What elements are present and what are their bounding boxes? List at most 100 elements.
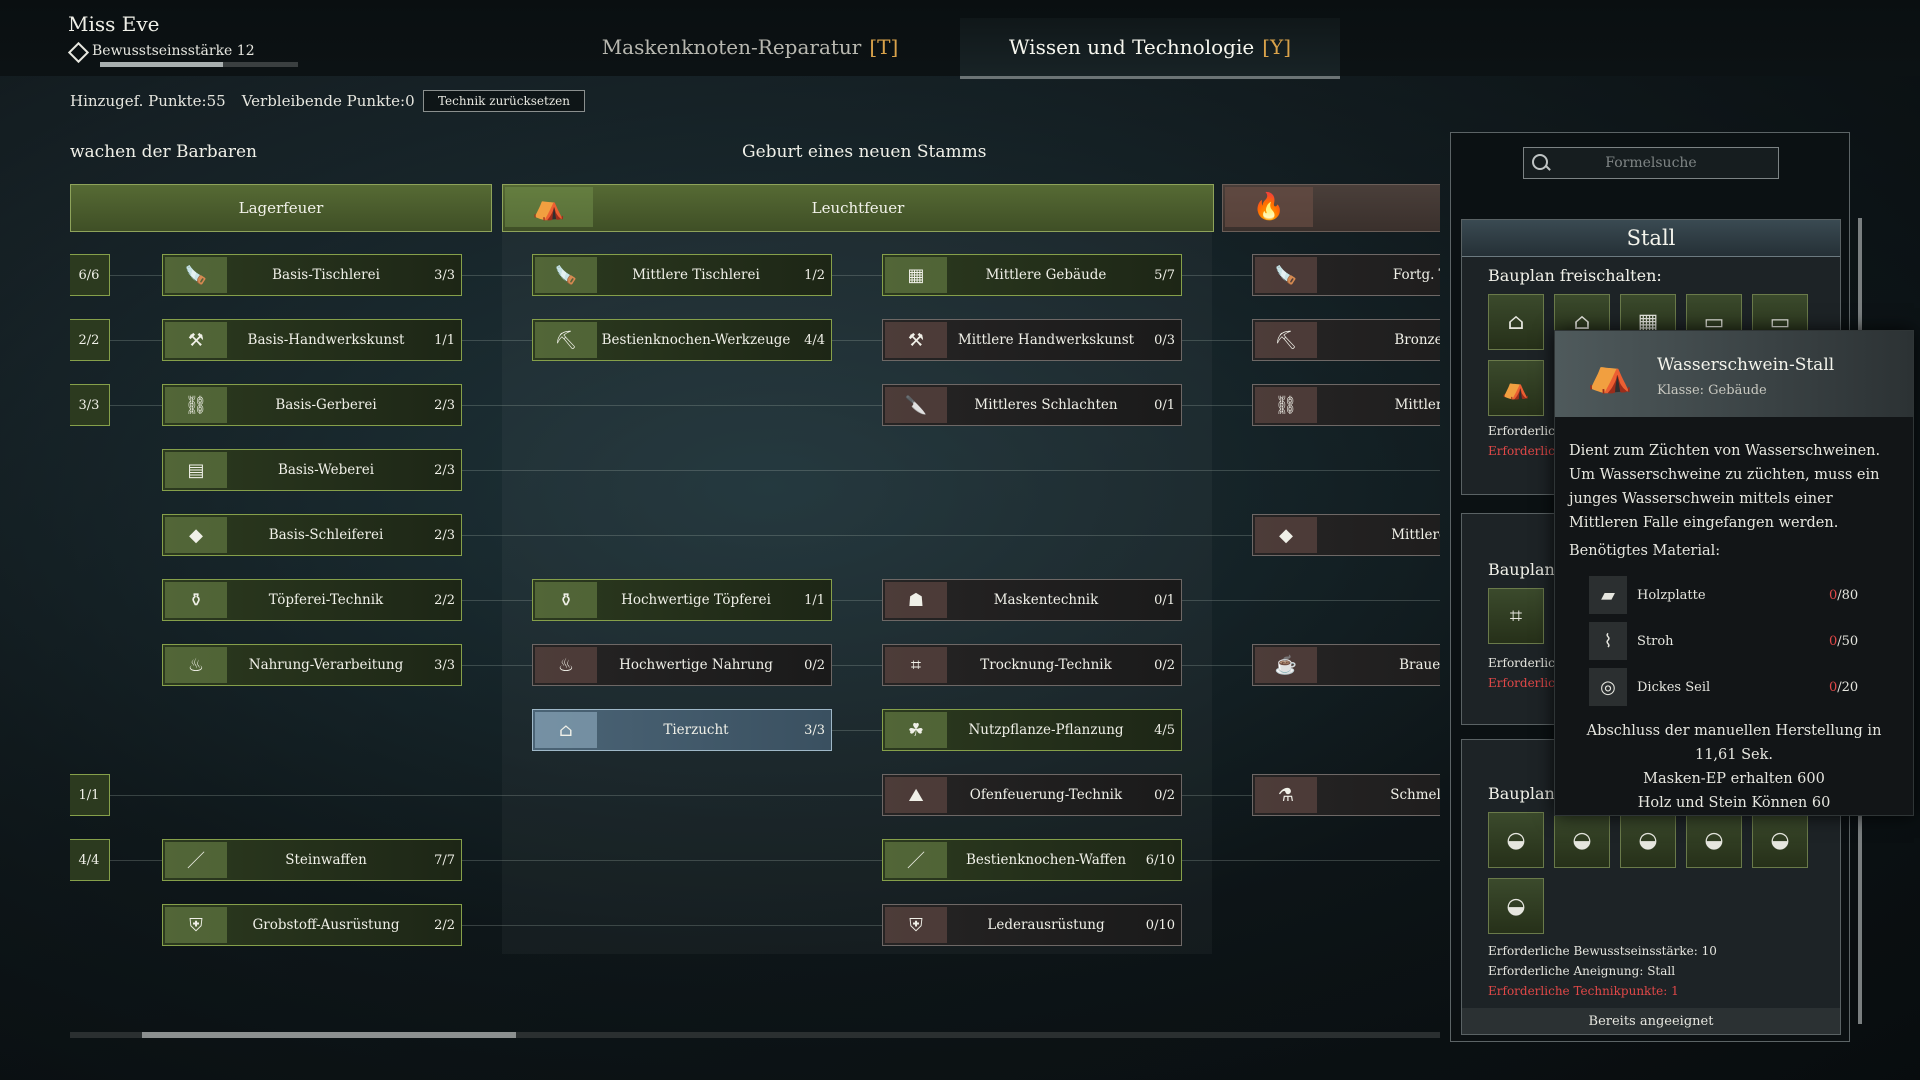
tech-node-name: Bestienknochen-Waffen <box>965 852 1127 868</box>
spear-icon: ／ <box>165 842 227 878</box>
tech-node-fortg-tischlerei[interactable]: 🪚Fortg. Tisch <box>1252 254 1440 296</box>
wood-plank-icon: ▰ <box>1589 576 1627 614</box>
blueprint-thumb[interactable]: ◒ <box>1752 812 1808 868</box>
tab-label: Maskenknoten-Reparatur <box>601 35 862 59</box>
connector-line <box>110 795 1440 796</box>
material-quantity: 0/20 <box>1829 680 1879 695</box>
added-points: Hinzugef. Punkte:55 <box>70 92 226 110</box>
tech-node-name: Mittlere Ge <box>1394 397 1440 413</box>
tooltip-item-name: Wasserschwein-Stall <box>1657 355 1835 375</box>
reset-tech-button[interactable]: Technik zurücksetzen <box>423 90 585 112</box>
unlock-label: Bauplan freischalten: <box>1488 266 1662 285</box>
tech-node-brauen-technik[interactable]: ☕Brauen-Te <box>1252 644 1440 686</box>
scrollbar-thumb[interactable] <box>142 1032 516 1038</box>
level-progress-bar <box>100 62 298 67</box>
tech-node-name: Fortg. Tisch <box>1392 267 1440 283</box>
saw-icon: 🪚 <box>165 257 227 293</box>
blueprint-thumb[interactable]: ◒ <box>1686 812 1742 868</box>
blueprint-thumb[interactable]: ⌂ <box>1488 294 1544 350</box>
mask-ep-reward: Masken-EP erhalten 600 <box>1643 771 1825 787</box>
tanning-rack-icon: ⛓ <box>165 387 227 423</box>
tech-node-count: 0/1 <box>1154 592 1175 608</box>
tech-node-count: 1/2 <box>804 267 825 283</box>
tech-node-stub[interactable]: 1/1 <box>70 774 110 816</box>
brewing-icon: ☕ <box>1255 647 1317 683</box>
blueprint-thumb[interactable]: ◒ <box>1488 878 1544 934</box>
cooking-pot-icon: ♨ <box>165 647 227 683</box>
search-placeholder: Formelsuche <box>1605 155 1697 171</box>
material-need: /80 <box>1837 587 1859 603</box>
blueprint-thumb[interactable]: ⌗ <box>1488 588 1544 644</box>
tech-node-name: Steinwaffen <box>285 852 367 868</box>
tech-node-stub[interactable]: 2/2 <box>70 319 110 361</box>
blueprint-thumb[interactable]: ⛺ <box>1488 360 1544 416</box>
tech-node-stub[interactable]: 6/6 <box>70 254 110 296</box>
rope-icon: ◎ <box>1589 668 1627 706</box>
blueprint-thumb[interactable]: ◒ <box>1620 812 1676 868</box>
tab-wissen-und-technologie[interactable]: Wissen und Technologie[Y] <box>960 18 1340 79</box>
tech-node-name: Maskentechnik <box>993 592 1099 608</box>
tech-node-count: 5/7 <box>1154 267 1175 283</box>
blueprint-thumb[interactable]: ◒ <box>1554 812 1610 868</box>
tech-node-stub[interactable]: 3/3 <box>70 384 110 426</box>
furnace-icon: 🔥 <box>1225 187 1313 227</box>
recipe-search-input[interactable]: Formelsuche <box>1523 147 1779 179</box>
tech-node-name: Basis-Weberei <box>277 462 375 478</box>
armor-icon: ⛨ <box>885 907 947 943</box>
armor-icon: ⛨ <box>165 907 227 943</box>
tech-node-stub[interactable]: 4/4 <box>70 839 110 881</box>
tech-node-mittlere-schleiferei[interactable]: ◆Mittlere Sch <box>1252 514 1440 556</box>
pottery-icon: ⚱ <box>535 582 597 618</box>
card-title: Stall <box>1462 220 1840 257</box>
tech-node-count: 0/2 <box>804 657 825 673</box>
pottery-icon: ⚱ <box>165 582 227 618</box>
building-icon: ▦ <box>885 257 947 293</box>
tech-node-bronze-werkzeuge[interactable]: ⛏Bronze-Wer <box>1252 319 1440 361</box>
tech-node-name: Mittlere Gebäude <box>985 267 1107 283</box>
tech-node-name: Basis-Handwerkskunst <box>247 332 405 348</box>
smelting-icon: ⚗ <box>1255 777 1317 813</box>
blueprint-thumbs: ⌗ <box>1488 588 1828 644</box>
axe-icon: ⛏ <box>535 322 597 358</box>
skill-reward: Holz und Stein Können 60 <box>1637 795 1831 811</box>
tech-node-schmelzen-technik[interactable]: ⚗Schmelzen-T <box>1252 774 1440 816</box>
horizontal-scrollbar[interactable] <box>70 1032 1440 1038</box>
tech-node-mittlere-gebaeude[interactable]: ▦ Mittlere Gebäude 5/7 <box>882 254 1182 296</box>
player-name: Miss Eve <box>68 12 160 36</box>
tech-node-mittlere-gerberei[interactable]: ⛓Mittlere Ge <box>1252 384 1440 426</box>
tech-node-count: 0/2 <box>1154 657 1175 673</box>
beacon-icon: ⛺ <box>505 187 593 227</box>
tech-node-count: 2/2 <box>434 592 455 608</box>
material-have: 0 <box>1829 633 1838 649</box>
remaining-points: Verbleibende Punkte:0 <box>241 92 415 110</box>
tech-node-name: Mittlere Tischlerei <box>632 267 760 283</box>
tech-node-count: 1/1 <box>434 332 455 348</box>
tech-tree[interactable]: wachen der Barbaren Geburt eines neuen S… <box>70 128 1440 1038</box>
tech-node-count: 0/10 <box>1145 917 1175 933</box>
tab-maskenknoten-reparatur[interactable]: Maskenknoten-Reparatur[T] <box>590 18 910 76</box>
blueprint-thumb[interactable]: ◒ <box>1488 812 1544 868</box>
tech-node-count: 0/2 <box>1154 787 1175 803</box>
